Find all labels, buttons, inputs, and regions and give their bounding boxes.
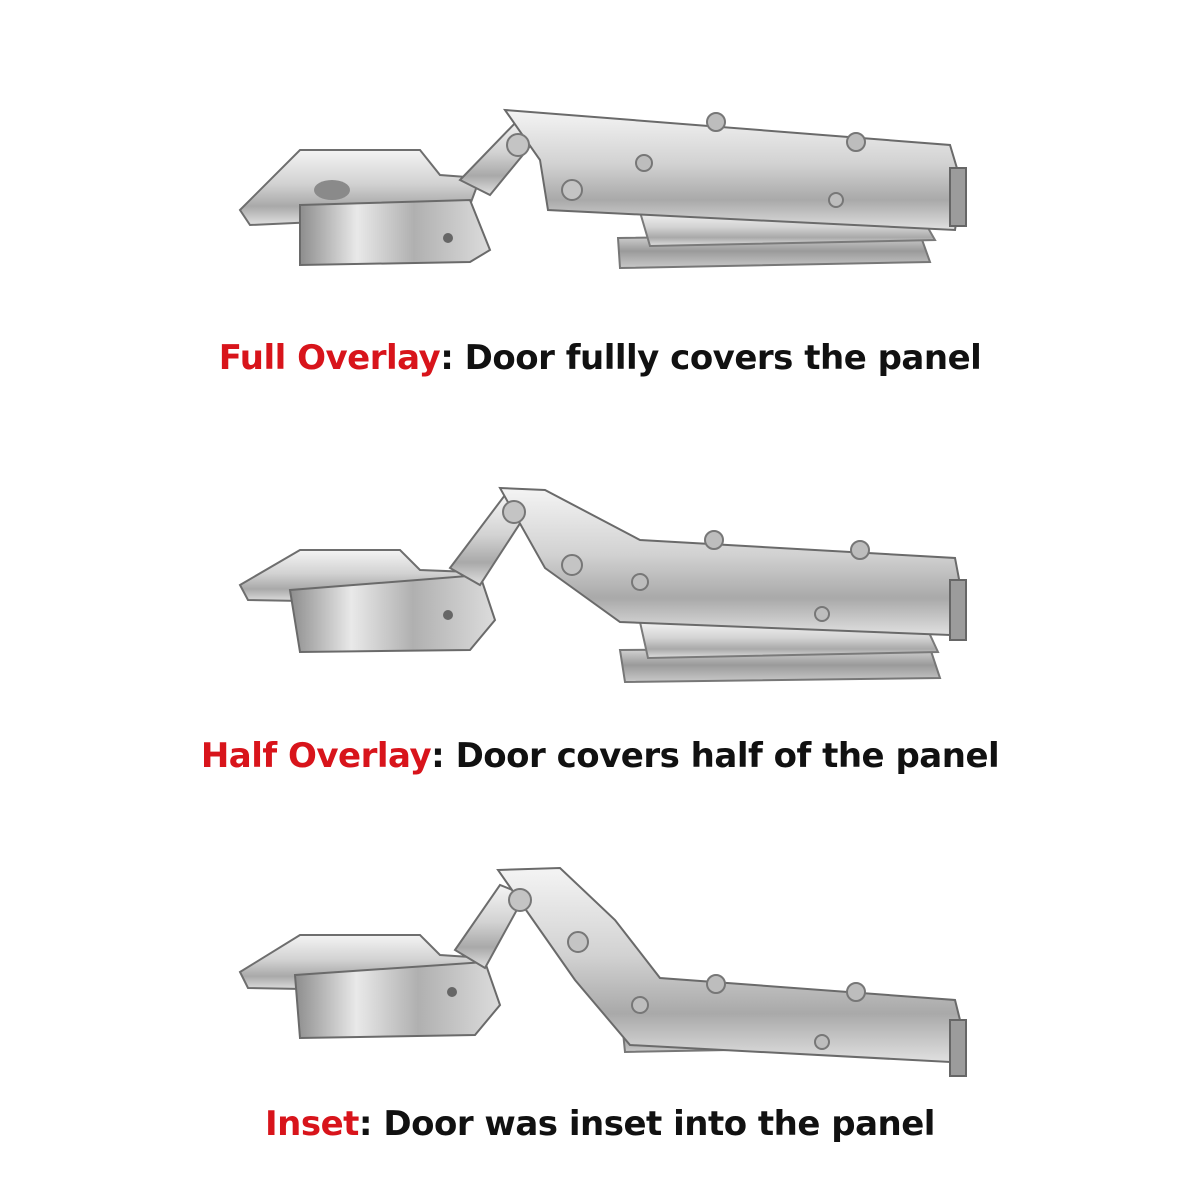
hinge-panel-half-overlay: Half Overlay: Door covers half of the pa…	[0, 400, 1200, 800]
description-label: Door fullly covers the panel	[464, 338, 982, 378]
hinge-panel-inset: Inset: Door was inset into the panel	[0, 800, 1200, 1200]
separator: :	[431, 736, 445, 776]
full-overlay-hinge-image	[238, 108, 967, 270]
caption-inset: Inset: Door was inset into the panel	[0, 1104, 1200, 1144]
separator: :	[358, 1104, 373, 1144]
caption-full-overlay: Full Overlay: Door fullly covers the pan…	[0, 338, 1200, 378]
term-label: Half Overlay	[200, 736, 432, 776]
term-label: Inset	[265, 1104, 359, 1144]
description-label: Door was inset into the panel	[383, 1104, 935, 1144]
separator: :	[440, 338, 454, 378]
inset-hinge-image	[238, 866, 967, 1077]
term-label: Full Overlay	[218, 338, 441, 378]
description-label: Door covers half of the panel	[455, 736, 1000, 776]
caption-half-overlay: Half Overlay: Door covers half of the pa…	[0, 736, 1200, 776]
half-overlay-hinge-image	[238, 486, 967, 684]
hinge-panel-full-overlay: Full Overlay: Door fullly covers the pan…	[0, 0, 1200, 400]
